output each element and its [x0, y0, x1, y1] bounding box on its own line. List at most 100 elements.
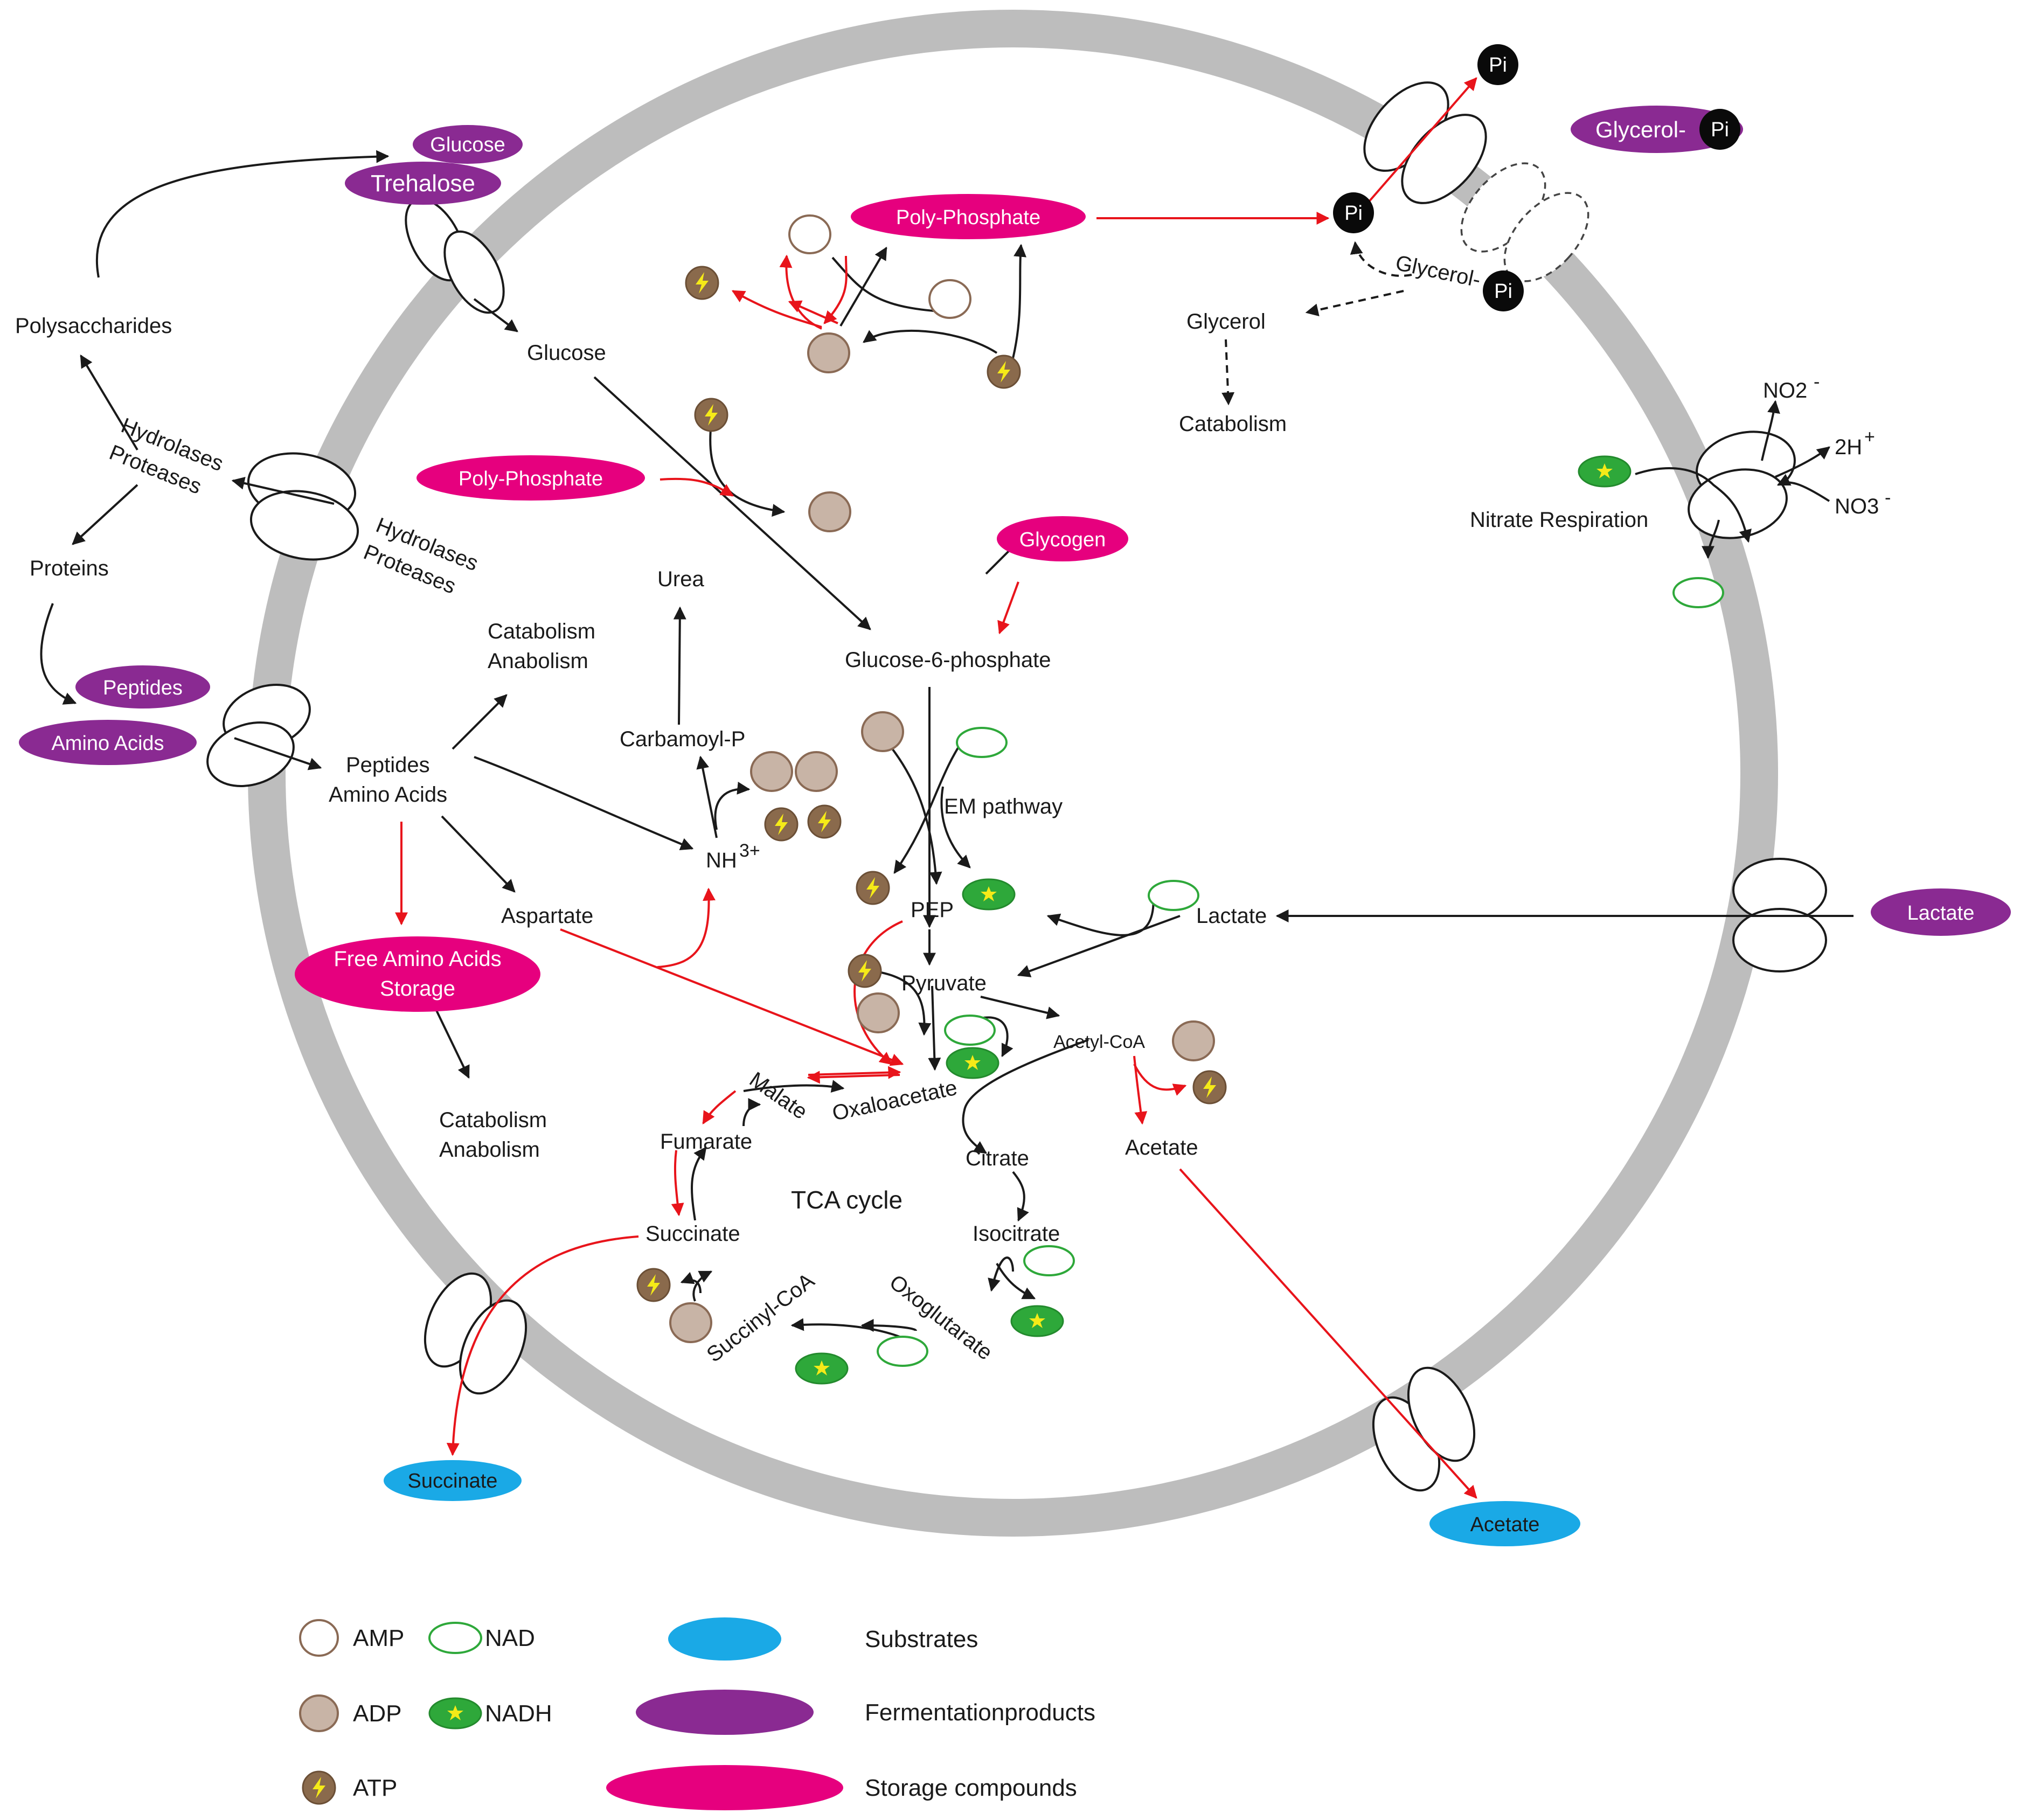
amino-acids-external: Amino Acids	[19, 720, 197, 765]
label-glycerol-pi-internal: Glycerol-	[1393, 251, 1483, 292]
legend-nad-icon	[428, 1622, 482, 1654]
label-proteins: Proteins	[30, 557, 109, 580]
svg-text:Succinate: Succinate	[408, 1470, 498, 1492]
peptides-external: Peptides	[75, 665, 210, 708]
adp-icon	[795, 751, 838, 792]
adp-icon	[750, 751, 793, 792]
svg-text:Poly-Phosphate: Poly-Phosphate	[459, 468, 603, 490]
nadh-icon	[946, 1047, 999, 1079]
dashed-arrows	[1221, 241, 1412, 406]
atp-icon	[685, 266, 719, 300]
black-arrows	[40, 150, 1854, 1340]
legend-substrates-label: Substrates	[865, 1626, 978, 1652]
label-glucose-6-phosphate: Glucose-6-phosphate	[845, 648, 1051, 672]
pi-glycerol-inner: Pi	[1483, 270, 1524, 311]
trehalose-external: Trehalose	[345, 162, 501, 205]
lactate-external: Lactate	[1871, 888, 2011, 936]
acetate-external: Acetate	[1429, 1501, 1580, 1546]
label-amino-acids-internal: Amino Acids	[329, 783, 447, 807]
pi-top: Pi	[1477, 44, 1518, 85]
svg-text:Storage: Storage	[380, 977, 455, 1001]
label-no2: NO2	[1763, 379, 1807, 402]
atp-icon	[1192, 1070, 1227, 1104]
transporter-peptides	[206, 684, 311, 787]
legend-adp-icon	[299, 1694, 339, 1732]
succinate-external: Succinate	[384, 1460, 522, 1501]
label-catabolism-glycerol: Catabolism	[1179, 412, 1287, 436]
nadh-icon	[795, 1352, 849, 1385]
legend-storage-label: Storage compounds	[865, 1775, 1077, 1801]
svg-text:Trehalose: Trehalose	[371, 170, 475, 197]
label-peptides-internal: Peptides	[346, 753, 430, 777]
transporter-lactate	[1732, 858, 1827, 972]
poly-phosphate-top: Poly-Phosphate	[851, 194, 1086, 239]
svg-text:Pi: Pi	[1494, 280, 1512, 303]
transporter-acetate	[1372, 1366, 1476, 1492]
label-glucose-internal: Glucose	[527, 341, 606, 365]
poly-phosphate-mid: Poly-Phosphate	[417, 455, 645, 501]
label-em-pathway: EM pathway	[944, 795, 1063, 818]
legend-storage-swatch	[606, 1765, 843, 1810]
transporter-hydrolases	[247, 452, 359, 561]
transporter-glycerol-pi	[1460, 162, 1589, 282]
transporter-pi	[1363, 81, 1487, 204]
atp-icon	[764, 807, 799, 842]
label-fumarate: Fumarate	[660, 1130, 752, 1154]
label-acetate-internal: Acetate	[1125, 1136, 1198, 1159]
nad-icon	[1148, 880, 1199, 911]
label-succinate-internal: Succinate	[645, 1222, 740, 1246]
svg-text:Lactate: Lactate	[1907, 902, 1975, 925]
atp-icon	[848, 954, 882, 988]
atp-icon	[636, 1268, 671, 1302]
legend-nad-label: NAD	[485, 1625, 535, 1651]
label-aspartate: Aspartate	[501, 904, 593, 928]
label-malate: Malate	[745, 1067, 812, 1124]
cofactor-symbols	[636, 214, 1724, 1385]
svg-text:Amino Acids: Amino Acids	[51, 732, 164, 755]
nad-icon	[956, 727, 1008, 758]
nadh-icon	[962, 878, 1016, 911]
label-urea: Urea	[657, 567, 704, 591]
label-no3-charge: -	[1885, 488, 1891, 508]
nad-icon	[1023, 1245, 1075, 1276]
adp-icon	[669, 1302, 712, 1343]
adp-icon	[807, 332, 850, 373]
label-catabolism-1: Catabolism	[488, 620, 595, 643]
svg-text:Acetate: Acetate	[1470, 1513, 1540, 1536]
pi-inner: Pi	[1333, 192, 1374, 233]
svg-text:Glycogen: Glycogen	[1019, 529, 1106, 551]
svg-text:Peptides: Peptides	[103, 677, 183, 699]
free-amino-acids-storage: Free Amino Acids Storage	[295, 936, 540, 1012]
transporter-succinate	[424, 1272, 527, 1395]
label-nh3-charge: 3+	[739, 840, 760, 861]
nadh-icon	[1578, 455, 1632, 488]
adp-icon	[808, 491, 851, 532]
atp-icon	[807, 804, 842, 839]
label-oxaloacetate: Oxaloacetate	[830, 1076, 960, 1126]
adp-icon	[1172, 1020, 1215, 1061]
nad-icon	[877, 1336, 928, 1367]
amp-icon	[788, 214, 831, 254]
glycerol-pi-external: Glycerol- Pi	[1571, 106, 1743, 153]
label-lactate-internal: Lactate	[1196, 904, 1267, 928]
atp-icon	[987, 355, 1021, 389]
svg-text:Glucose: Glucose	[430, 134, 505, 156]
amp-icon	[928, 279, 971, 319]
svg-text:Pi: Pi	[1344, 202, 1363, 225]
atp-icon	[856, 871, 890, 905]
label-isocitrate: Isocitrate	[973, 1222, 1060, 1246]
label-pep: PEP	[911, 898, 954, 922]
svg-text:Glycerol-: Glycerol-	[1595, 117, 1686, 142]
legend-adp-label: ADP	[353, 1700, 401, 1727]
label-tca-cycle: TCA cycle	[791, 1186, 903, 1214]
svg-text:Free Amino Acids: Free Amino Acids	[334, 947, 501, 971]
svg-text:Pi: Pi	[1489, 54, 1507, 77]
label-nh3: NH	[706, 849, 737, 872]
legend-amp-label: AMP	[353, 1625, 404, 1651]
label-polysaccharides: Polysaccharides	[15, 314, 172, 338]
label-anabolism-2: Anabolism	[439, 1138, 540, 1162]
transporter-nitrate	[1688, 430, 1796, 539]
label-no2-charge: -	[1814, 372, 1820, 392]
nad-icon	[1672, 577, 1724, 608]
